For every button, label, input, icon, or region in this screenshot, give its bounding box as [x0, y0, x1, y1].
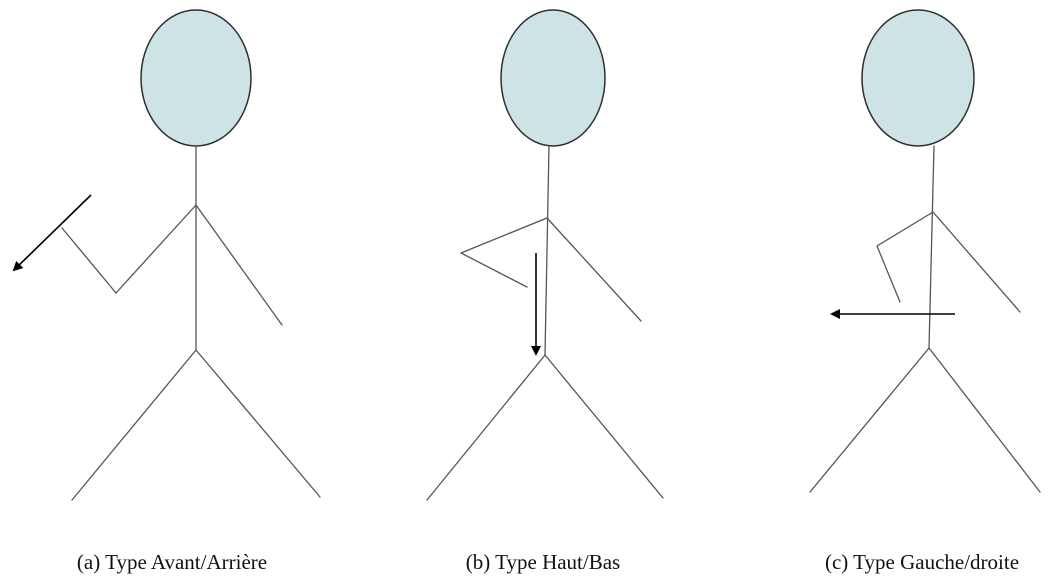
right-arm-c: [932, 211, 1021, 313]
left-arm-a: [61, 204, 197, 294]
caption-b: (b) Type Haut/Bas: [465, 550, 621, 574]
body-c: [928, 145, 935, 349]
left-leg-c: [809, 347, 930, 493]
left-leg-b: [426, 354, 546, 501]
right-arm-a: [195, 204, 283, 326]
left-arm-b: [460, 217, 548, 288]
head-c: [861, 9, 975, 147]
caption-c: (c) Type Gauche/droite: [824, 550, 1020, 574]
caption-a: (a) Type Avant/Arrière: [76, 550, 268, 574]
stick-figure-b: [426, 9, 664, 501]
right-leg-c: [928, 347, 1041, 493]
right-arm-b: [546, 217, 642, 322]
stick-figure-a: [12, 9, 321, 501]
left-arm-c: [876, 211, 934, 303]
stick-figure-c: [809, 9, 1041, 493]
body-b: [544, 145, 550, 356]
left-leg-a: [71, 349, 197, 501]
head-b: [500, 9, 606, 147]
right-leg-b: [544, 354, 664, 499]
arrow-down-left-icon: [12, 194, 92, 272]
right-leg-a: [195, 349, 321, 498]
head-a: [140, 9, 252, 147]
